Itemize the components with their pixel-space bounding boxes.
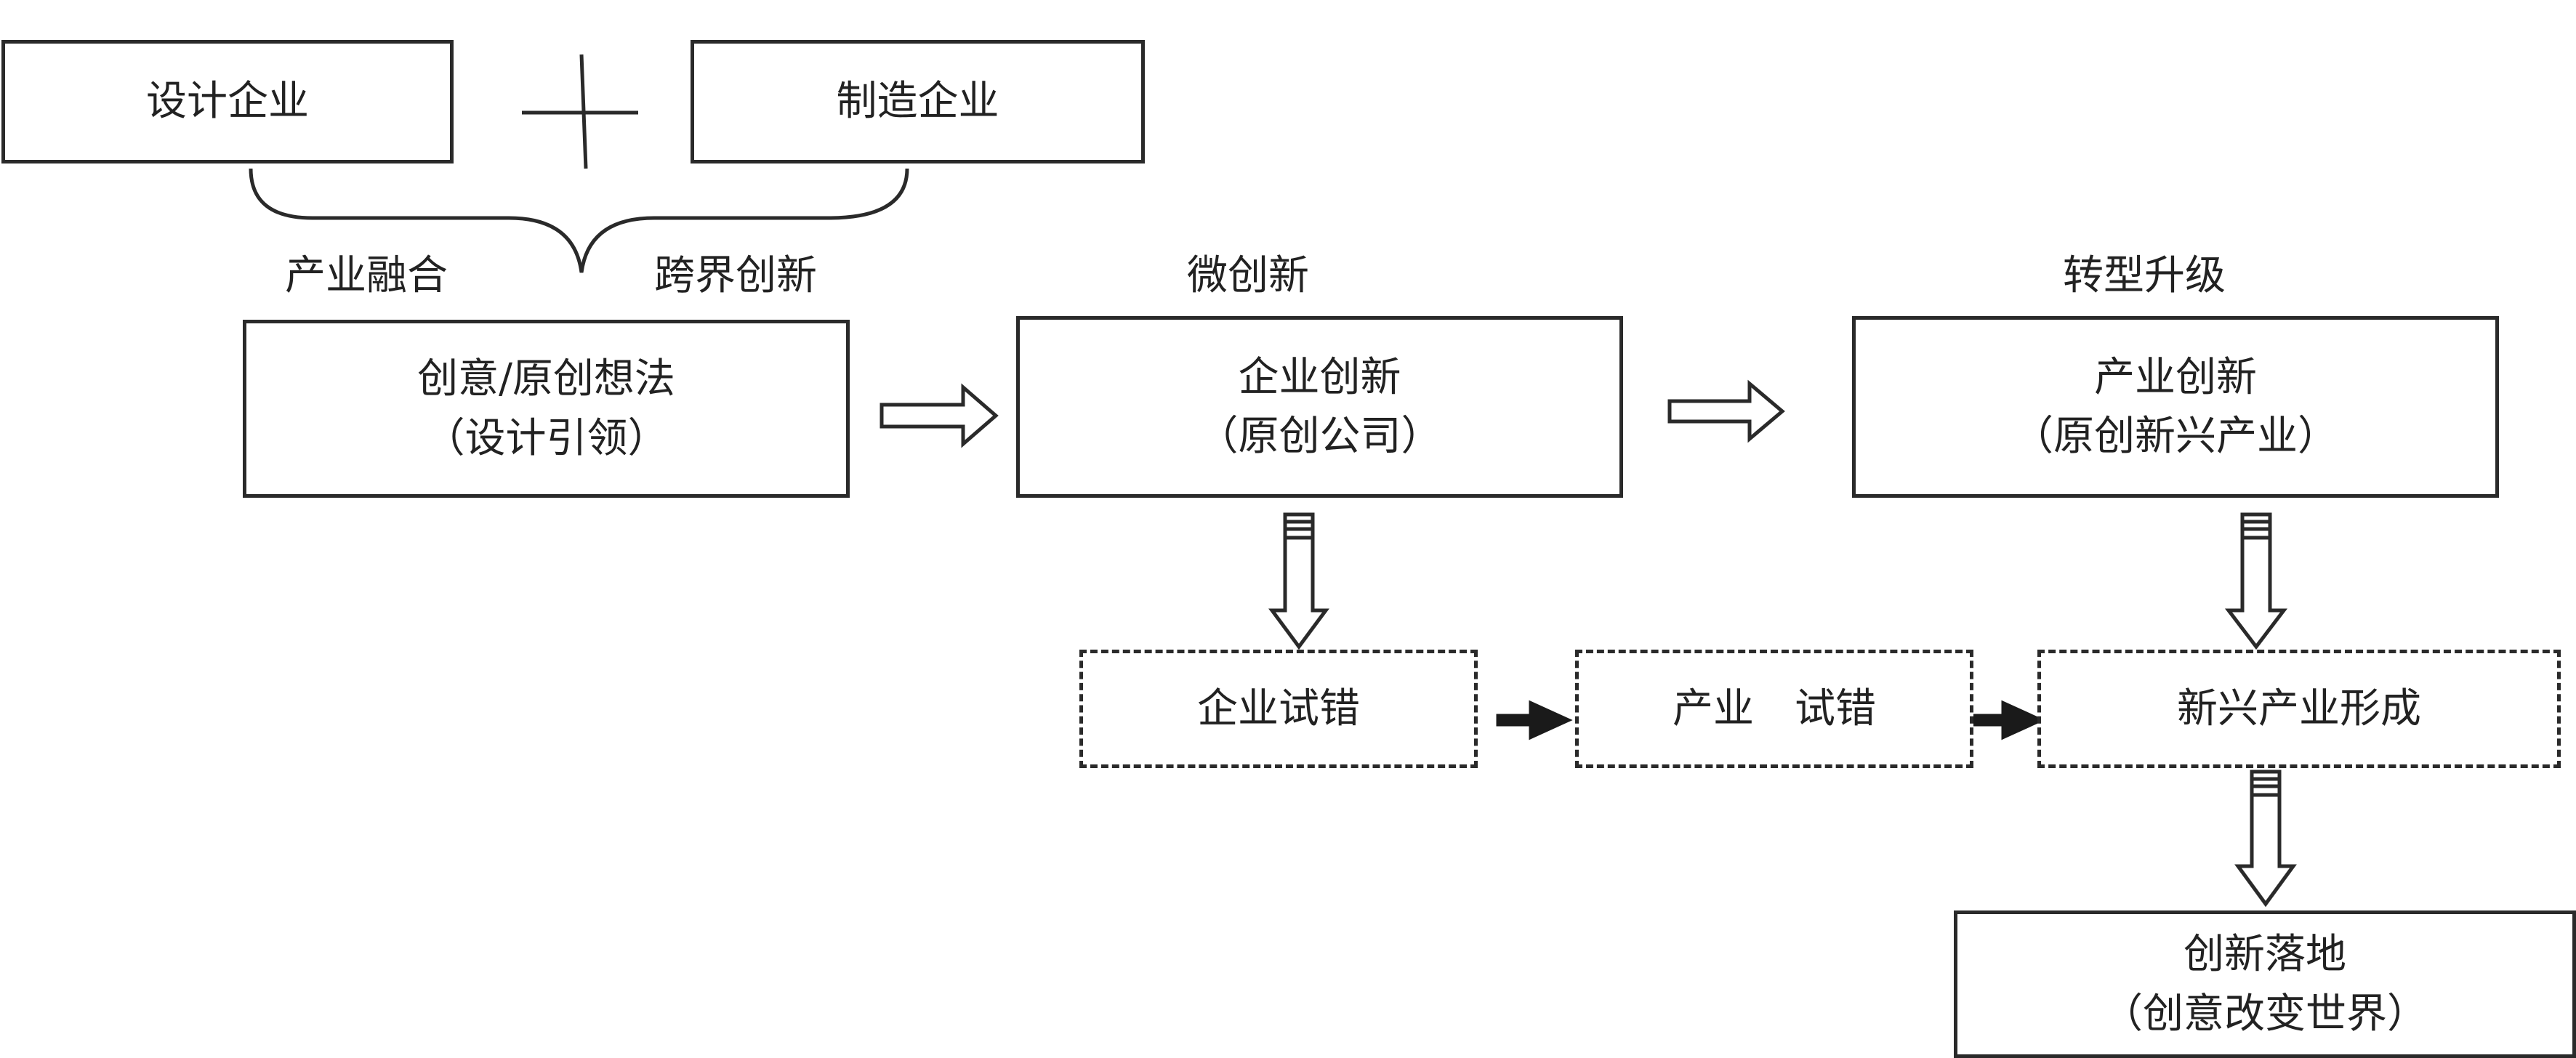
- hollow-arrow-down-2: [2224, 512, 2288, 650]
- hollow-arrow-right-1: [880, 383, 999, 448]
- design-enterprise-box: 设计企业: [1, 40, 454, 163]
- hollow-arrow-down-1: [1268, 512, 1329, 650]
- solid-arrow-right-2: [1970, 700, 2045, 740]
- idea-line2: （设计引领）: [424, 414, 669, 462]
- innovation-landing-box: 创新落地 （创意改变世界）: [1954, 910, 2576, 1058]
- industry-trial-label: 产业 试错: [1673, 685, 1876, 732]
- hollow-arrow-right-2: [1667, 379, 1785, 443]
- transformation-upgrade-label: 转型升级: [2063, 252, 2226, 299]
- enterprise-innovation-line2: （原创公司）: [1197, 413, 1442, 460]
- plus-sign: [522, 54, 638, 169]
- curly-brace: [249, 168, 909, 273]
- idea-line1: 创意/原创想法: [417, 355, 675, 403]
- micro-innovation-label: 微创新: [1187, 252, 1309, 299]
- enterprise-innovation-box: 企业创新 （原创公司）: [1016, 316, 1623, 498]
- industry-trial-box: 产业 试错: [1575, 650, 1973, 768]
- idea-box: 创意/原创想法 （设计引领）: [243, 320, 850, 498]
- enterprise-trial-box: 企业试错: [1079, 650, 1478, 768]
- industry-innovation-line1: 产业创新: [2094, 353, 2257, 401]
- cross-border-innovation-label: 跨界创新: [654, 252, 817, 299]
- hollow-arrow-down-3: [2234, 770, 2297, 908]
- industry-innovation-box: 产业创新 （原创新兴产业）: [1852, 316, 2499, 498]
- solid-arrow-right-1: [1496, 700, 1573, 740]
- new-industry-label: 新兴产业形成: [2177, 685, 2421, 732]
- industry-innovation-line2: （原创新兴产业）: [2013, 413, 2338, 460]
- landing-line1: 创新落地: [2183, 931, 2346, 979]
- new-industry-box: 新兴产业形成: [2037, 650, 2561, 768]
- enterprise-trial-label: 企业试错: [1197, 685, 1360, 732]
- industry-fusion-label: 产业融合: [285, 252, 448, 299]
- landing-line2: （创意改变世界）: [2102, 990, 2428, 1038]
- manufacturing-enterprise-label: 制造企业: [836, 78, 999, 126]
- enterprise-innovation-line1: 企业创新: [1238, 353, 1401, 401]
- manufacturing-enterprise-box: 制造企业: [691, 40, 1145, 163]
- design-enterprise-label: 设计企业: [146, 78, 309, 126]
